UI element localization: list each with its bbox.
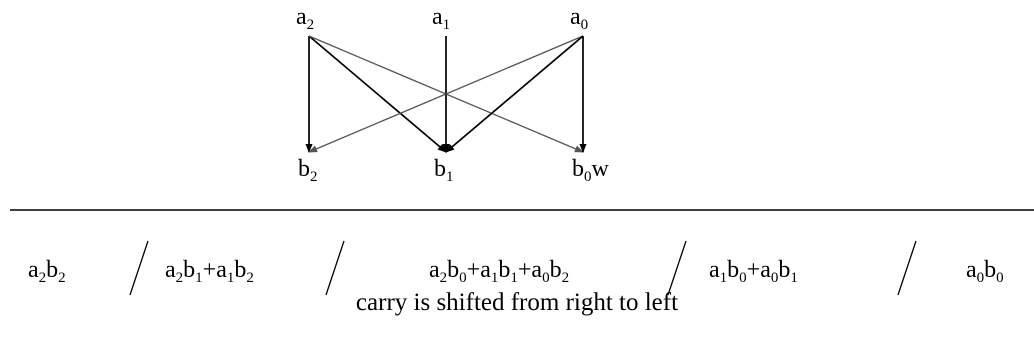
node-a0: a0 <box>570 4 589 33</box>
column-separator <box>129 240 149 296</box>
term-base: a <box>760 257 771 283</box>
term-subscript: 2 <box>439 270 448 286</box>
term-subscript: 0 <box>996 270 1004 286</box>
term-operator: + <box>746 257 761 283</box>
partial-product-column: a2b0+a1b1+a0b2 <box>429 256 570 286</box>
term-operator: + <box>466 257 481 283</box>
term-base: b <box>447 257 460 283</box>
term-base: a <box>216 257 227 283</box>
partial-product-column: a2b2 <box>28 256 66 286</box>
term-operator: + <box>202 257 217 283</box>
term-base: a <box>429 257 440 283</box>
connection-arrows <box>305 35 587 153</box>
term-subscript: 2 <box>246 270 254 286</box>
term-subscript: 1 <box>790 270 798 286</box>
partial-product-column: a1b0+a0b1 <box>709 256 798 286</box>
term-base: b <box>498 257 511 283</box>
term-subscript: 2 <box>175 270 184 286</box>
term-base: b <box>46 257 59 283</box>
term-subscript: 0 <box>459 270 467 286</box>
term-subscript: 2 <box>561 270 570 286</box>
term-base: b <box>234 257 247 283</box>
partial-product-column: a2b1+a1b2 <box>165 256 254 286</box>
term-base: b <box>778 257 791 283</box>
term-subscript: 0 <box>542 270 550 286</box>
term-base: b <box>984 257 997 283</box>
column-separator <box>325 240 345 296</box>
term-base: a <box>531 257 543 283</box>
term-subscript: 1 <box>195 270 203 286</box>
node-a2: a2 <box>296 4 315 33</box>
term-subscript: 1 <box>226 270 235 286</box>
term-subscript: 1 <box>719 270 728 286</box>
term-base: a <box>966 257 977 283</box>
term-base: a <box>709 257 720 283</box>
term-base: a <box>28 257 39 283</box>
node-b1: b1 <box>434 156 454 185</box>
arrow-a2-to-b1 <box>308 35 447 153</box>
term-base: a <box>165 257 176 283</box>
node-b0: b0w <box>572 156 609 185</box>
term-subscript: 2 <box>58 270 66 286</box>
arrow-a0-to-b2 <box>308 35 584 153</box>
term-subscript: 1 <box>490 270 499 286</box>
term-subscript: 0 <box>770 270 779 286</box>
term-subscript: 1 <box>510 270 518 286</box>
arrow-a0-to-b1 <box>445 35 584 153</box>
term-subscript: 0 <box>739 270 747 286</box>
term-base: a <box>480 257 491 283</box>
node-a1: a1 <box>432 4 451 33</box>
caption: carry is shifted from right to left <box>355 289 679 316</box>
column-separator <box>897 240 917 296</box>
term-base: b <box>183 257 196 283</box>
partial-product-column: a0b0 <box>966 256 1004 286</box>
term-base: b <box>727 257 740 283</box>
term-subscript: 0 <box>976 270 985 286</box>
term-subscript: 2 <box>38 270 47 286</box>
column-separators <box>129 240 917 296</box>
node-b2: b2 <box>298 156 318 185</box>
term-operator: + <box>517 257 532 283</box>
term-base: b <box>549 257 562 283</box>
column-separator <box>667 240 687 296</box>
